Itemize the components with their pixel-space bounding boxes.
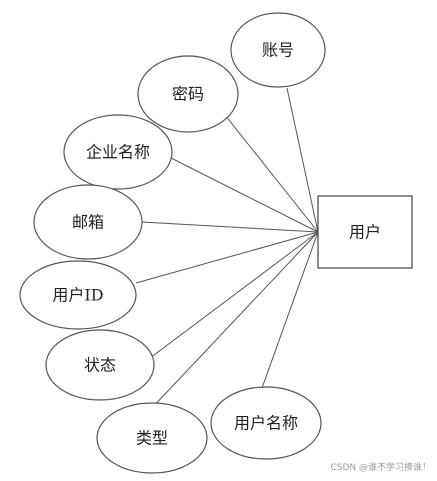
link-company-name <box>170 157 319 233</box>
attribute-label: 密码 <box>172 85 204 104</box>
attribute-status: 状态 <box>45 329 155 401</box>
entity-user: 用户 <box>317 195 413 269</box>
attribute-label: 类型 <box>136 429 168 448</box>
attribute-label: 用户名称 <box>234 414 298 433</box>
attribute-label: 状态 <box>84 356 116 375</box>
attribute-password: 密码 <box>137 55 239 133</box>
attribute-type: 类型 <box>96 402 208 474</box>
attribute-user-name: 用户名称 <box>210 386 322 460</box>
attribute-user-id: 用户ID <box>19 260 137 330</box>
attribute-account: 账号 <box>230 12 326 88</box>
link-user-name <box>261 231 319 389</box>
link-status <box>149 231 319 359</box>
attribute-email: 邮箱 <box>33 184 143 260</box>
attribute-label: 用户ID <box>52 286 103 305</box>
connector-lines <box>135 87 319 411</box>
entity-label: 用户 <box>349 223 381 242</box>
link-account <box>286 87 319 233</box>
attribute-label: 邮箱 <box>72 213 104 232</box>
watermark: CSDN @谁不学习揍谁！ <box>330 463 431 473</box>
link-user-id <box>135 231 319 284</box>
attribute-company-name: 企业名称 <box>63 114 173 190</box>
attribute-label: 企业名称 <box>86 143 150 162</box>
attribute-label: 账号 <box>262 41 294 60</box>
link-password <box>224 114 319 233</box>
link-type <box>149 231 319 411</box>
link-email <box>141 221 319 233</box>
